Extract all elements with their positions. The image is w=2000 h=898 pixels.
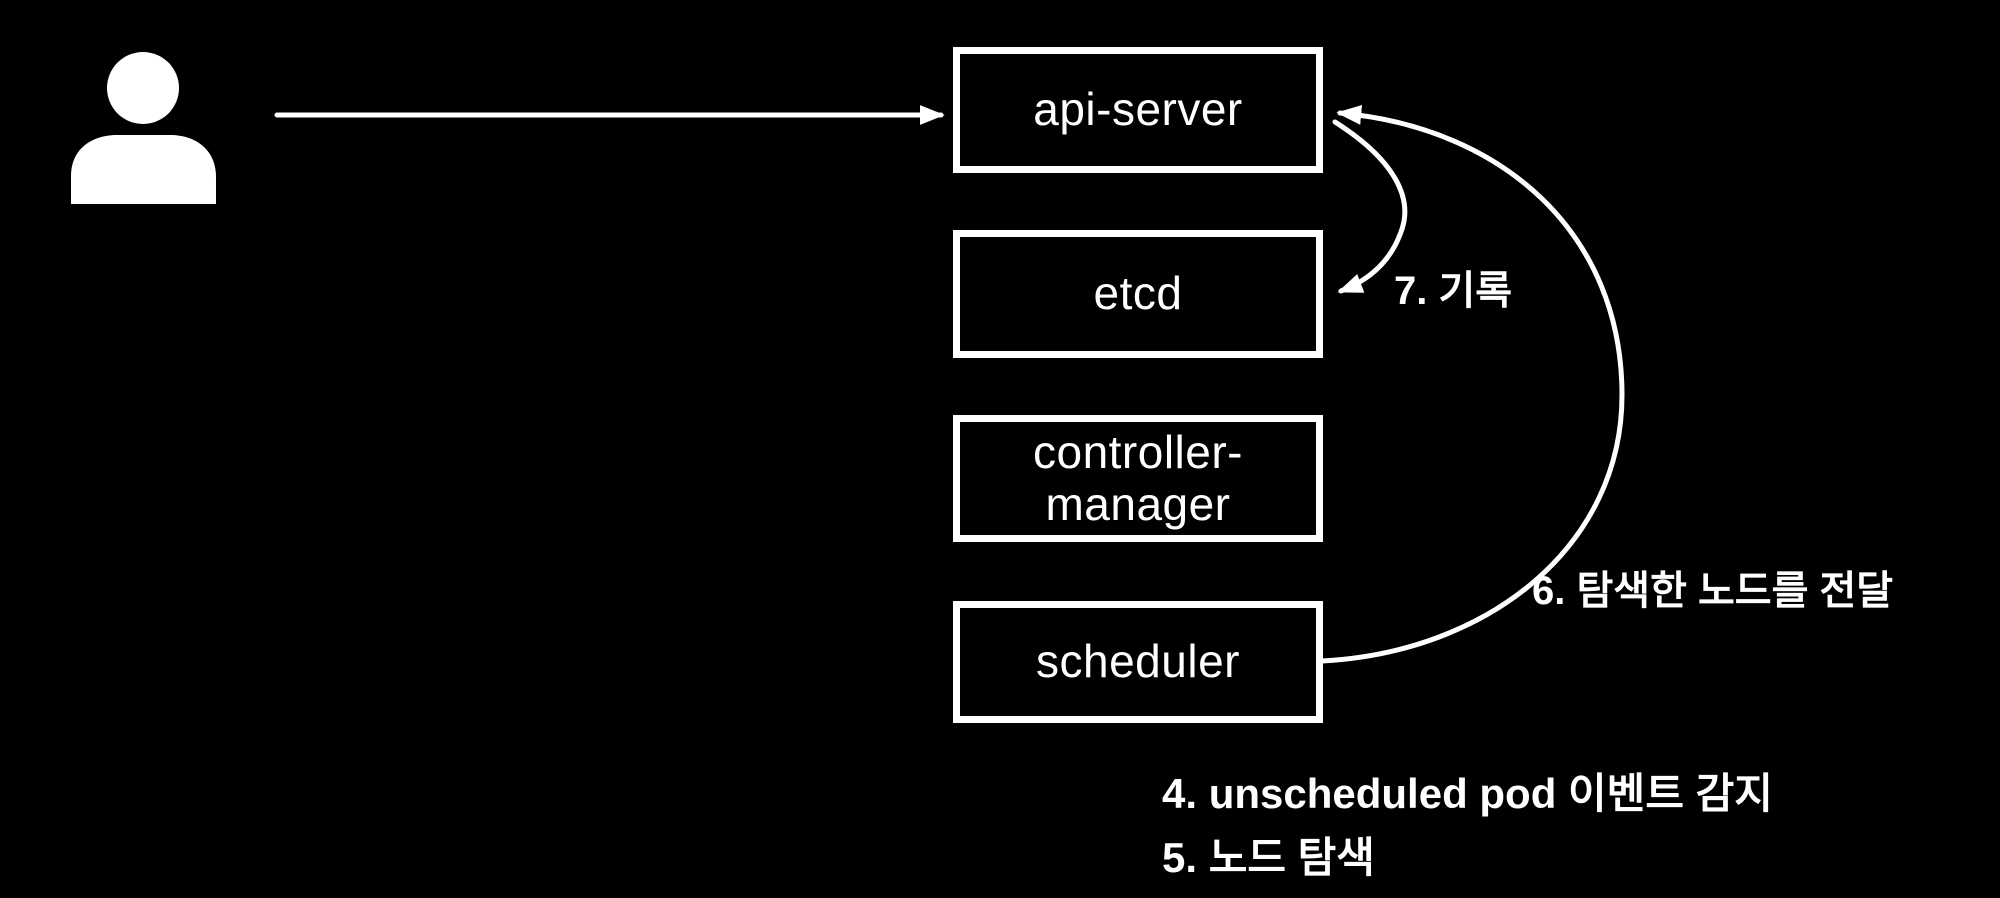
annotation-step7-write: 7. 기록 xyxy=(1394,269,1513,313)
node-controller-manager-line1: controller- xyxy=(1032,425,1243,478)
node-api-server-label: api-server xyxy=(1033,83,1243,136)
node-controller-manager-line2: manager xyxy=(1045,477,1231,530)
node-scheduler: scheduler xyxy=(953,601,1323,723)
arrow-scheduler-to-api-server xyxy=(1319,104,1625,664)
node-etcd-label: etcd xyxy=(1093,267,1183,320)
node-api-server: api-server xyxy=(953,47,1323,173)
arrow-api-server-to-etcd xyxy=(1332,119,1408,294)
annotation-step6-deliver-node: 6. 탐색한 노드를 전달 xyxy=(1532,569,1894,613)
user-icon xyxy=(71,52,216,204)
node-etcd: etcd xyxy=(953,230,1323,358)
node-controller-manager: controller- manager xyxy=(953,415,1323,542)
annotation-step5-search-node: 5. 노드 탐색 xyxy=(1162,834,1375,881)
node-scheduler-label: scheduler xyxy=(1036,635,1240,688)
annotation-step4-detect-event: 4. unscheduled pod 이벤트 감지 xyxy=(1162,770,1773,817)
node-controller-manager-label: controller- manager xyxy=(1032,425,1243,530)
